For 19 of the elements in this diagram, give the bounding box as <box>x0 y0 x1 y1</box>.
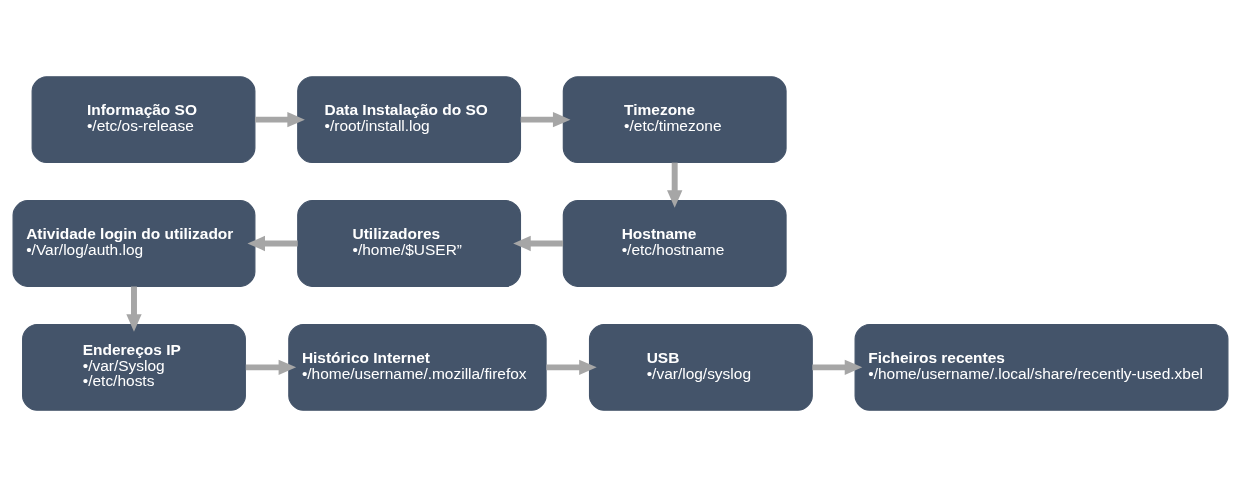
node-box: Informação SO •/etc/os-release <box>31 76 256 164</box>
node-box: Atividade login do utilizador •/Var/log/auth.log <box>12 200 256 287</box>
arrow <box>513 235 564 252</box>
arrow <box>126 286 142 332</box>
node-box: Utilizadores •/home/$USER” <box>297 200 522 287</box>
node-box: Ficheiros recentes •/home/username/.local/share/recently-used.xbel <box>854 323 1229 411</box>
arrow <box>667 162 683 208</box>
arrow <box>245 359 297 376</box>
node-box: Timezone •/etc/timezone <box>562 76 787 164</box>
node-box: USB •/var/log/syslog <box>588 323 813 411</box>
node-box: Histórico Internet •/home/username/.mozilla/firefox <box>288 323 547 411</box>
node-box: Data Instalação do SO •/root/install.log <box>297 76 522 164</box>
arrow <box>247 235 298 252</box>
arrow <box>255 111 305 128</box>
node-box: Hostname •/etc/hostname <box>562 200 787 287</box>
arrow <box>520 111 571 128</box>
arrow <box>812 359 863 376</box>
arrow <box>546 359 597 376</box>
node-box: Endereços IP •/var/Syslog •/etc/hosts <box>22 323 246 411</box>
